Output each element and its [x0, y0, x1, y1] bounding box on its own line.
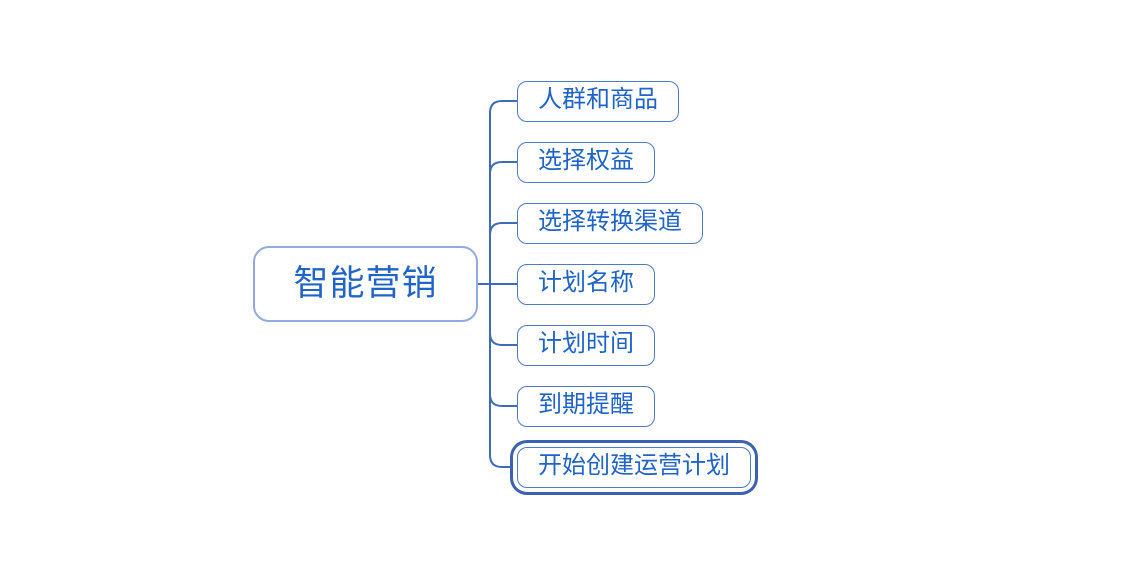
- topic-select-benefits[interactable]: 选择权益: [517, 141, 655, 183]
- connector-child-6: [489, 283, 518, 407]
- connector-child-5: [489, 283, 518, 346]
- topic-start-create-operation-plan-selected[interactable]: 开始创建运营计划: [517, 446, 751, 488]
- topic-audience-and-products[interactable]: 人群和商品: [517, 80, 679, 122]
- topic-expiry-reminder[interactable]: 到期提醒: [517, 385, 655, 427]
- connector-child-1: [489, 100, 518, 285]
- root-topic-smart-marketing[interactable]: 智能营销: [253, 246, 478, 322]
- connector-child-7: [489, 283, 512, 468]
- connector-child-3: [489, 222, 518, 285]
- connector-child-2: [489, 161, 518, 285]
- topic-plan-time[interactable]: 计划时间: [517, 324, 655, 366]
- topic-plan-name[interactable]: 计划名称: [517, 263, 655, 305]
- topic-select-conversion-channel[interactable]: 选择转换渠道: [517, 202, 703, 244]
